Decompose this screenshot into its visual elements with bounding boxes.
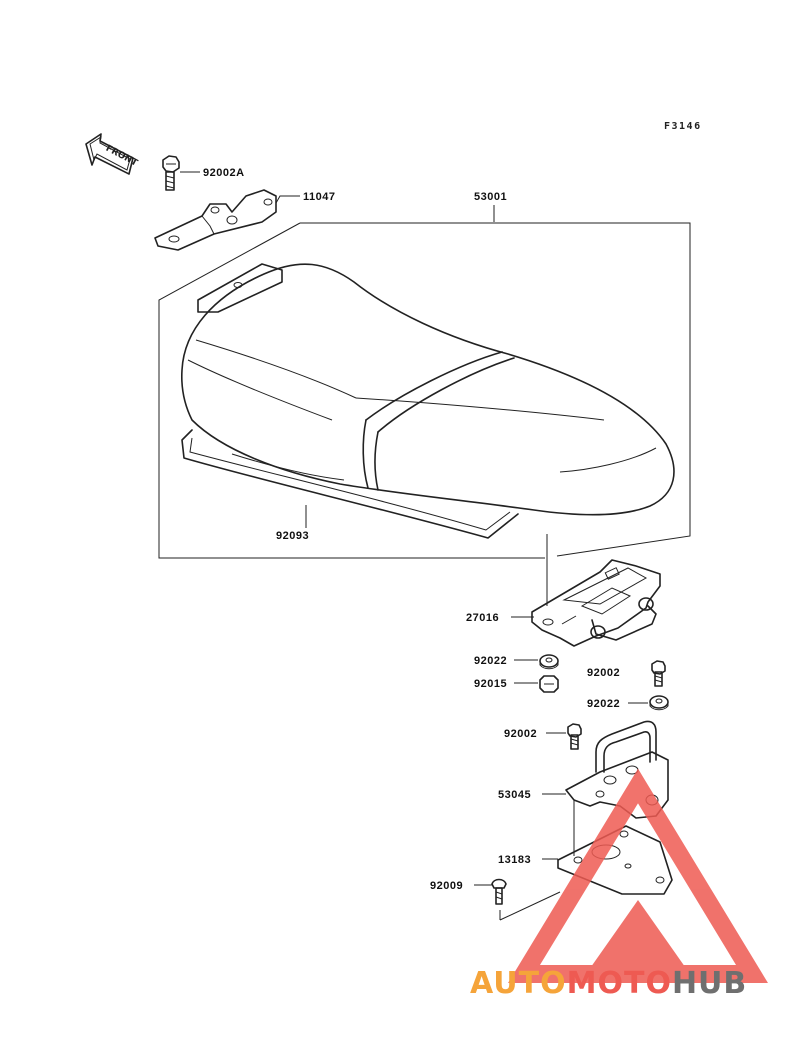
callout-92022-right: 92022 [587,698,620,710]
bolt-92002-lower-icon [567,723,582,750]
callout-92002-lower: 92002 [504,728,537,740]
reference-code: F3146 [664,121,702,132]
callout-92015: 92015 [474,678,507,690]
watermark-triangle-icon [508,768,768,983]
front-arrow-icon: FRONT [85,133,140,175]
seat-53001-icon [181,263,675,516]
bolt-92002A-icon [162,155,180,191]
callout-53001: 53001 [474,191,507,203]
trim-92093-icon [181,429,519,539]
watermark-auto: AUTO [470,966,567,1001]
callout-27016: 27016 [466,612,499,624]
washer-92022-right-icon [649,695,669,711]
callout-92009: 92009 [430,880,463,892]
callout-92093: 92093 [276,530,309,542]
callout-11047: 11047 [303,191,335,203]
callout-53045: 53045 [498,789,531,801]
washer-92022-left-icon [539,654,559,670]
plate-13183-icon [557,825,673,895]
callout-92002-right: 92002 [587,667,620,679]
screw-92009-icon [491,878,507,905]
bracket-11047-icon [154,189,277,251]
bolt-92002-right-icon [651,660,666,687]
hinge-27016-icon [531,559,661,647]
callout-92022-left: 92022 [474,655,507,667]
callout-92002A: 92002A [203,167,245,179]
watermark-moto: MOTO [567,966,672,1001]
watermark-hub: HUB [672,966,747,1001]
watermark-logo: AUTOMOTOHUB [470,966,747,1001]
callout-13183: 13183 [498,854,531,866]
front-label: FRONT [104,144,140,169]
nut-92015-icon [539,675,559,693]
